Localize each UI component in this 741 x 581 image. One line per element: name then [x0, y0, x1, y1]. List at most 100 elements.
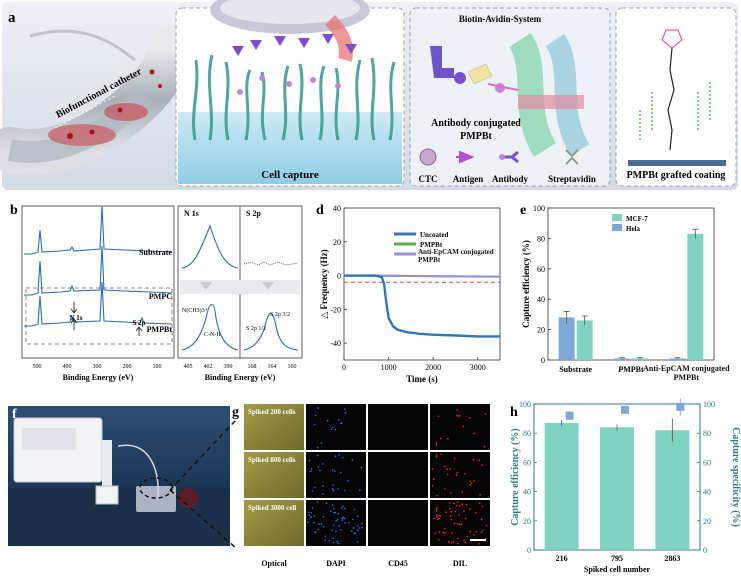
dapi-dot [332, 524, 335, 527]
peak-label-s2p12: S 2p 1/2 [246, 326, 266, 332]
h-y2tick-label-1: 20 [703, 517, 711, 526]
legend-streptavidin-label: Streptavidin [548, 174, 596, 184]
column-label-dapi: DAPI [326, 559, 346, 568]
column-label-optical: Optical [261, 559, 287, 568]
h-ytick-label-1: 20 [523, 517, 531, 526]
legend-streptavidin: Streptavidin [548, 149, 596, 184]
dapi-dot [356, 541, 359, 543]
dil-dot [435, 456, 438, 458]
down-arrow-left-icon [200, 282, 212, 290]
dil-dot [473, 480, 475, 482]
dil-dot [458, 505, 461, 507]
dil-dot [453, 522, 456, 525]
dil-dot [445, 511, 447, 514]
dapi-dot [307, 511, 310, 514]
e-bar-2-1 [687, 233, 704, 360]
dapi-dot [353, 532, 356, 535]
h-bar-2 [655, 430, 690, 550]
dil-dot [456, 522, 459, 525]
h-bar-1 [600, 427, 634, 550]
d-series-uncoated [344, 274, 500, 338]
dapi-dot [332, 426, 334, 429]
dil-dot [475, 530, 478, 533]
dil-dot [444, 465, 446, 468]
dapi-dot [337, 542, 340, 545]
dil-dot [435, 454, 438, 456]
dil-dot [474, 511, 477, 514]
dil-dot [459, 523, 461, 526]
dapi-dot [335, 519, 337, 522]
panel-a: a Biofunctional catheter [0, 0, 738, 190]
dapi-dot [337, 512, 339, 515]
dil-dot [436, 516, 438, 518]
legend-swatch-mcf7 [612, 214, 622, 221]
dil-dot [464, 472, 466, 475]
dil-dot [435, 444, 438, 446]
dapi-dot [351, 458, 354, 461]
legend-label-hela: Hela [626, 225, 640, 233]
dapi-dot [332, 489, 335, 492]
dapi-dot [322, 516, 325, 518]
xps-zoom-box [25, 287, 173, 345]
dapi-dot [311, 507, 314, 509]
dapi-dot [329, 510, 332, 513]
e-ytick-label-5: 100 [533, 204, 545, 213]
h-xtick-label-1: 795 [611, 554, 623, 563]
dil-dot [459, 415, 461, 417]
row-label-200: Spiked 200 cells [248, 408, 296, 416]
dil-dot [456, 414, 458, 417]
streptavidin-icon [565, 149, 579, 165]
dapi-dot [333, 507, 335, 510]
e-xtick-label-0: Substrate [559, 365, 592, 374]
dapi-dot [353, 508, 356, 511]
e-bar-0-0 [558, 317, 575, 360]
dapi-dot [310, 468, 313, 470]
dapi-dot [344, 522, 346, 524]
dil-dot [450, 518, 453, 521]
h-ytick-label-5: 100 [519, 400, 531, 409]
d-ylabel: △ Frequency (Hz) [319, 249, 329, 318]
dapi-dot [325, 502, 328, 504]
dil-dot [481, 505, 484, 508]
dapi-dot [333, 511, 335, 514]
dil-dot [444, 532, 446, 534]
h-y2tick-label-2: 40 [703, 488, 711, 497]
column-label-dil: DIL [453, 559, 467, 568]
dil-dot [453, 457, 456, 460]
peak-label-nch3: N(CH3)3+ [182, 307, 209, 314]
panel-g: g Spiked 200 cells Spiked 800 cells Spik… [232, 404, 490, 568]
e-ytick-label-2: 40 [537, 295, 545, 304]
dil-dot [460, 523, 463, 525]
dapi-dot [331, 504, 334, 506]
dapi-dot [332, 484, 335, 486]
catheter-chamber [136, 486, 176, 512]
dapi-dot [334, 428, 337, 431]
legend-label-mcf7: MCF-7 [626, 215, 648, 223]
dil-dot [485, 524, 488, 527]
panel-h-label: h [510, 405, 518, 420]
dil-dot [447, 438, 449, 440]
dapi-dot [336, 540, 339, 543]
dapi-dot [333, 470, 336, 473]
panel-g-label: g [232, 405, 239, 420]
dil-dot [464, 541, 466, 544]
dapi-dot [314, 414, 317, 417]
dapi-dot [338, 525, 340, 527]
dil-dot [448, 502, 451, 504]
tick-b-0: 500 [33, 364, 42, 370]
n1s-pmpbt-peak [181, 303, 239, 351]
legend-antibody: Antibody [492, 150, 529, 184]
panel-b-xlabel: Binding Energy (eV) [63, 373, 134, 382]
dil-dot [465, 503, 468, 506]
dapi-dot [341, 505, 344, 507]
dil-dot [484, 413, 487, 415]
legend-label-anti-epcam: Anti-EpCAM conjugated PMPBt [418, 248, 494, 264]
antigen-icon [456, 150, 475, 164]
dapi-dot [332, 537, 334, 540]
dil-dot [469, 530, 471, 533]
dapi-dot [340, 422, 343, 424]
dapi-dot [359, 489, 361, 491]
